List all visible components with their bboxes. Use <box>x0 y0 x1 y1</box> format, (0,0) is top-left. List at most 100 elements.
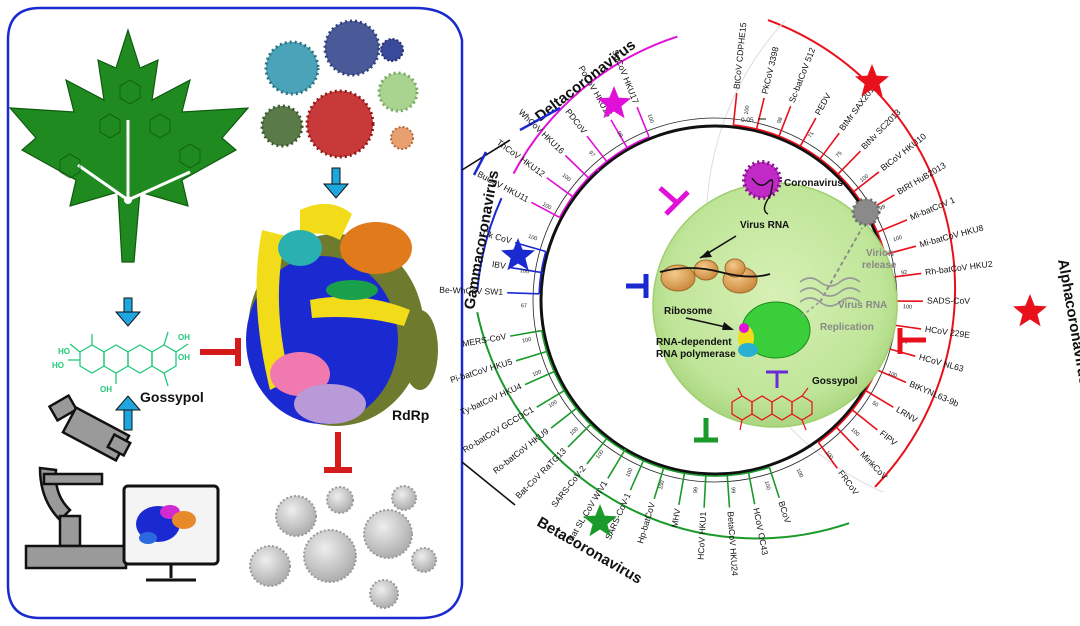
bootstrap-value: 100 <box>824 450 834 461</box>
bootstrap-value: 100 <box>744 105 752 115</box>
tree-leaf-label: HCoV OC43 <box>751 507 770 556</box>
tree-leaf-label: IBV <box>491 259 507 271</box>
bootstrap-value: 100 <box>522 337 532 345</box>
tree-leaf-label: Mi-batCoV 1 <box>908 195 956 223</box>
tree-branch <box>510 329 542 337</box>
tree-branch <box>877 219 908 233</box>
alpha-clade-arc <box>767 19 957 488</box>
scale-label: 0.05 <box>741 117 754 124</box>
tree-leaf-label: FRCoV <box>836 468 861 497</box>
tree-branch <box>509 266 542 274</box>
bootstrap-value: 100 <box>903 304 912 310</box>
tree-leaf-label: SADS-CoV <box>927 295 970 305</box>
tree-leaf-label: ThCoV HKU12 <box>495 137 547 179</box>
tree-leaf-label: MHV <box>669 508 682 529</box>
rdrp-cell-icon <box>738 301 811 359</box>
tree-leaf-label: Rh-batCoV HKU2 <box>925 259 994 278</box>
tree-branch <box>636 106 650 138</box>
tree-branch <box>889 272 922 279</box>
tree-leaf-label: PEDV <box>813 91 833 117</box>
tree-leaf-label: Sc-batCoV 512 <box>787 46 818 104</box>
bootstrap-value: 100 <box>763 480 771 490</box>
tree-branch <box>536 389 565 408</box>
tree-branch <box>819 132 840 160</box>
tree-branch <box>653 468 665 500</box>
tree-branch <box>726 475 731 508</box>
bootstrap-value: 99 <box>615 130 623 138</box>
bootstrap-value: 100 <box>892 235 903 244</box>
delta-clade-arc <box>512 35 678 175</box>
tree-branch <box>837 150 861 175</box>
tree-branch <box>876 368 907 384</box>
svg-text:OH: OH <box>100 385 112 394</box>
bootstrap-value: 100 <box>541 202 552 212</box>
beta-clade-arc <box>476 311 850 540</box>
monitor-icon <box>122 484 220 582</box>
inhibit-delta <box>658 186 690 216</box>
tree-branch <box>865 389 894 408</box>
bootstrap-value: 97 <box>587 150 596 159</box>
bootstrap-value: 100 <box>646 113 655 124</box>
tree-leaf-label: HCoV 229E <box>924 324 971 340</box>
bootstrap-value: 50 <box>871 400 879 408</box>
tree-branch <box>546 177 574 198</box>
tree-branch <box>610 119 628 148</box>
tree-branch <box>607 450 626 479</box>
tree-leaf-label: PkCoV 3398 <box>760 46 781 95</box>
virus-rna-label-right: Virus RNA <box>838 300 887 311</box>
tree-branch <box>515 350 547 362</box>
panel-border <box>6 6 464 620</box>
gossypol-structure-cell <box>731 387 813 431</box>
bootstrap-value: 100 <box>595 449 605 460</box>
tree-branch <box>507 291 540 295</box>
clade-stem <box>596 168 600 172</box>
bootstrap-value: 100 <box>569 426 580 437</box>
tree-branch <box>629 460 645 491</box>
tree-leaf-label: Pi-batCoV HKU5 <box>449 356 514 384</box>
bootstrap-value: 100 <box>527 234 538 243</box>
beta-star-icon <box>583 504 617 537</box>
tree-branch <box>567 423 592 448</box>
bootstrap-value: 100 <box>859 173 870 183</box>
tree-branch <box>678 473 686 505</box>
tree-leaf-label: Ty-batCoV HKU4 <box>459 381 523 417</box>
tree-branch <box>732 93 738 126</box>
bootstrap-value: 100 <box>795 468 804 479</box>
tree-leaf-label: Be-WhCoV SW1 <box>439 285 504 297</box>
coronavirus-icon <box>742 160 782 215</box>
bootstrap-value: 92 <box>901 270 908 277</box>
tree-branch <box>703 475 707 508</box>
virion-icon <box>851 197 881 227</box>
arrow-leaf-to-gossypol <box>114 297 142 327</box>
delta-star-icon <box>597 86 631 119</box>
tree-leaf-label: BtRf HuB2013 <box>895 160 948 196</box>
arrow-virus-to-rdrp <box>322 167 350 199</box>
tree-branch <box>884 245 917 256</box>
tree-branch <box>768 467 781 499</box>
arrow-microscope-to-gossypol <box>114 395 142 431</box>
alpha-star-top-icon <box>855 64 889 97</box>
connector-bottom <box>461 461 516 506</box>
tree-branch <box>853 171 880 193</box>
tree-leaf-label: Hp-batCoV <box>635 501 657 545</box>
tree-branch <box>524 370 555 386</box>
bootstrap-value: 100 <box>849 427 860 438</box>
alpha-star-right-icon <box>1013 294 1047 327</box>
bootstrap-value: 100 <box>625 467 634 478</box>
bootstrap-value: 100 <box>561 173 572 183</box>
bootstrap-value: 100 <box>658 480 666 490</box>
bootstrap-value: 98 <box>777 117 785 125</box>
tree-branch <box>851 409 878 431</box>
tree-branch <box>747 472 756 505</box>
tree-leaf-label: BCoV <box>776 500 793 525</box>
tree-leaf-label: LRNV <box>895 404 920 425</box>
gossypol-structure-left <box>68 331 189 387</box>
bootstrap-value: 71 <box>807 131 815 139</box>
coronavirus-particles <box>260 19 419 159</box>
tree-branch <box>530 201 560 219</box>
rdrp-label-line1: RNA-dependent <box>656 337 732 348</box>
inhibited-virus-particles <box>249 485 437 609</box>
